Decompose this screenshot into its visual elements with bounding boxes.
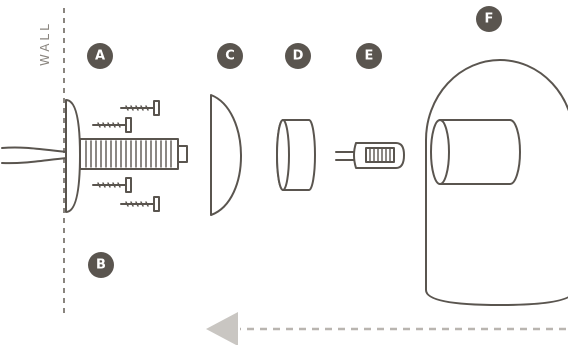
badge-b: B (88, 252, 114, 278)
wall-label: WALL (38, 21, 52, 66)
part-f-housing (425, 59, 568, 306)
screw-3 (92, 177, 132, 193)
badge-a-label: A (95, 49, 105, 64)
badge-f-label: F (485, 12, 494, 27)
badge-b-label: B (96, 258, 106, 273)
part-d-cylinder (276, 119, 316, 191)
badge-d: D (285, 43, 311, 69)
part-c-cover (210, 94, 242, 216)
part-e-connector (335, 142, 405, 169)
part-a-mount (65, 99, 188, 213)
badge-c-label: C (225, 49, 235, 64)
cable (1, 146, 68, 165)
screw-2 (92, 117, 132, 133)
badge-f: F (476, 6, 502, 32)
screw-4 (120, 196, 160, 212)
badge-a: A (87, 43, 113, 69)
badge-d-label: D (293, 49, 304, 64)
screw-1 (120, 100, 160, 116)
badge-e-label: E (365, 49, 374, 64)
direction-arrow (206, 312, 566, 346)
badge-c: C (217, 43, 243, 69)
badge-e: E (356, 43, 382, 69)
